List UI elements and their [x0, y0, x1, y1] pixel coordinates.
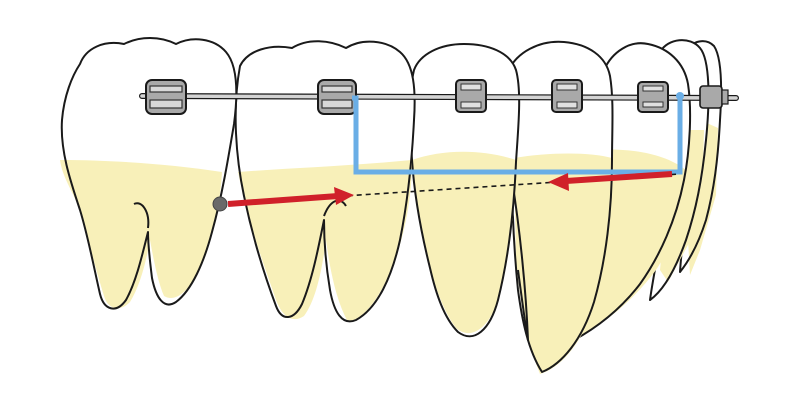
premolar-first [505, 40, 614, 374]
molar-tube-1 [145, 79, 187, 115]
molar-second [60, 37, 238, 310]
anchor-point [212, 196, 228, 212]
canine-bracket [637, 81, 669, 113]
molar-first [234, 40, 416, 323]
incisor-bracket [699, 85, 729, 109]
distal-force [227, 187, 354, 207]
cantilever-spring [352, 92, 684, 175]
mesial-force [548, 171, 673, 191]
premolar-bracket-2 [551, 79, 583, 113]
premolar-second [409, 43, 521, 338]
molar-tube-2 [317, 79, 357, 115]
premolar-bracket-1 [455, 79, 487, 113]
